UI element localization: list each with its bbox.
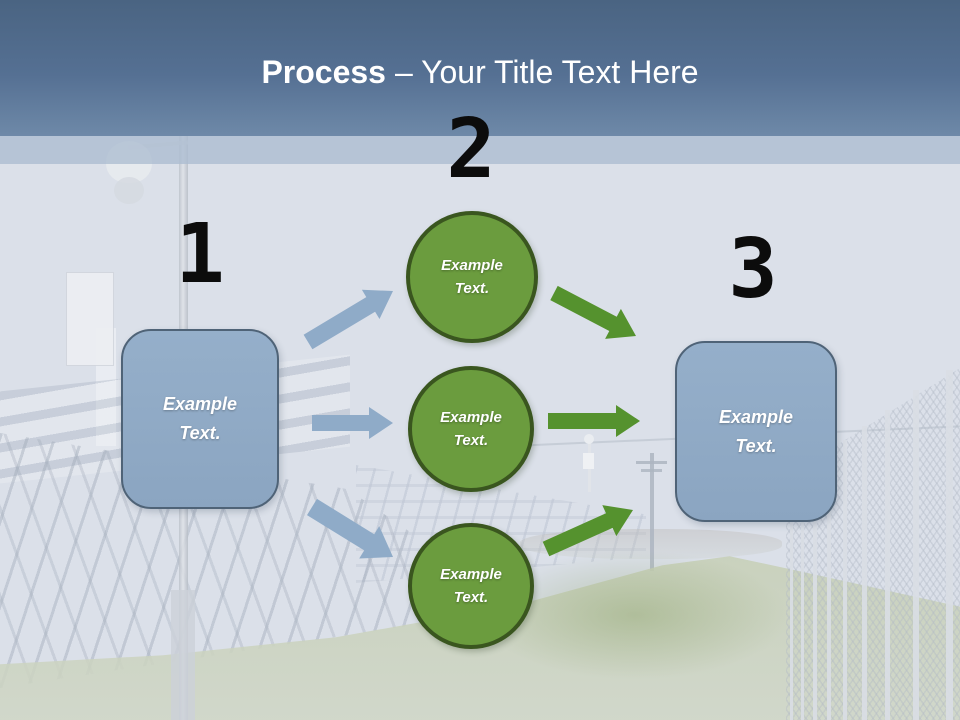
step3-box-label: Example Text. [718,406,794,456]
photo-fence-post [843,440,847,720]
green-arrow-down-icon [550,285,636,339]
photo-fence-post [813,463,817,720]
step-number-1[interactable]: 1 [175,207,225,302]
title-text: – Your Title Text Here [394,54,699,90]
title-keyword: Process [261,54,386,90]
photo-small-camera-box [583,453,594,469]
photo-fence-post [946,370,953,720]
step2-circle-1[interactable]: Example Text. [406,211,538,343]
blue-arrow-right-icon [312,407,393,439]
photo-small-camera-dome [584,434,594,444]
photo-utility-pole-crossbar [636,461,667,464]
green-arrow-right-icon [548,405,640,437]
photo-fence-post [801,472,804,720]
blue-arrow-up-icon [303,289,393,350]
step1-box[interactable]: Example Text. [121,329,279,509]
photo-fence-post [885,410,890,720]
photo-utility-pole-crossbar-2 [641,469,662,472]
photo-utility-pole [650,453,654,571]
step-number-2[interactable]: 2 [446,102,496,197]
photo-security-camera-lens [114,177,144,204]
step2-circle-3-label: Example Text. [440,565,502,606]
page-title[interactable]: Process– Your Title Text Here [0,56,960,88]
step-number-3[interactable]: 3 [728,222,778,317]
step2-circle-2[interactable]: Example Text. [408,366,534,492]
step2-circle-2-label: Example Text. [440,408,502,449]
step1-box-label: Example Text. [162,394,238,443]
title-bar [0,0,960,136]
photo-fence-post [790,480,793,720]
step3-box[interactable]: Example Text. [675,341,837,522]
blue-arrow-down-icon [307,498,393,559]
photo-fence-post [913,390,919,720]
photo-camera-pole-base [171,590,195,720]
sky-band [0,135,960,164]
step2-circle-1-label: Example Text. [441,256,503,297]
photo-fence-post [827,452,831,720]
green-arrow-up-icon [542,505,633,557]
photo-equipment-cabinet [66,272,114,366]
step2-circle-3[interactable]: Example Text. [408,523,534,649]
photo-fence-post [862,426,867,720]
